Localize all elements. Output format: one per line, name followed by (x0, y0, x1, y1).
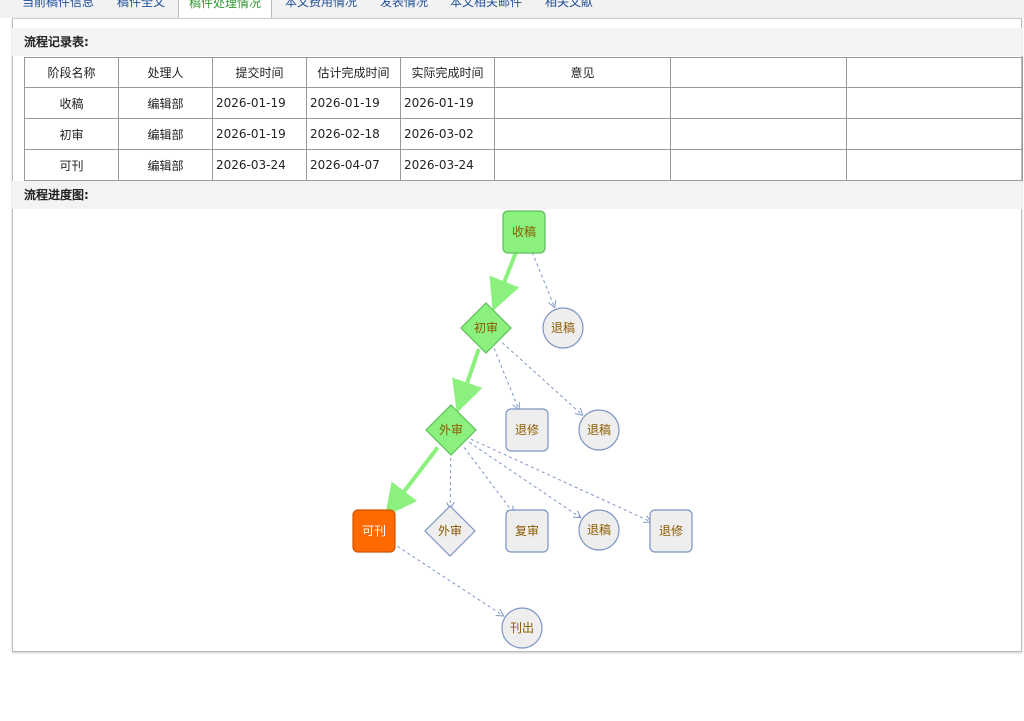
table-cell: 2026-03-24 (400, 149, 495, 181)
node-label[interactable]: 外审 (439, 422, 463, 437)
node-rect-shape (505, 408, 549, 452)
optional-edge (470, 438, 651, 522)
table-cell: 2026-01-19 (306, 87, 401, 119)
table-cell: 2026-03-02 (400, 118, 495, 150)
node-label[interactable]: 刊出 (510, 621, 534, 635)
node-rect-shape (505, 509, 549, 553)
node-label[interactable]: 收稿 (512, 224, 536, 239)
column-header: 估计完成时间 (306, 57, 401, 88)
node-diamond-shape (460, 302, 512, 354)
tab-bar: 当前稿件信息 稿件全文 稿件处理情况 本文费用情况 发表情况 本文相关邮件 相关… (0, 0, 1024, 18)
node-label[interactable]: 可刊 (362, 524, 386, 538)
tab-references[interactable]: 相关文献 (545, 0, 594, 9)
table-cell (494, 149, 671, 181)
node-label[interactable]: 外审 (438, 523, 462, 538)
optional-edge (531, 252, 554, 307)
node-rect-shape (352, 509, 396, 553)
node-label[interactable]: 退稿 (551, 320, 575, 335)
column-header: 实际完成时间 (400, 57, 495, 88)
table-cell: 编辑部 (118, 87, 213, 119)
node-circle-shape (578, 409, 620, 451)
taken-edge (489, 251, 520, 312)
column-header: 提交时间 (212, 57, 307, 88)
optional-edge (493, 348, 519, 409)
column-header: 阶段名称 (24, 57, 119, 88)
table-cell (670, 149, 847, 181)
tab-emails[interactable]: 本文相关邮件 (450, 0, 523, 9)
tab-current-info[interactable]: 当前稿件信息 (22, 0, 95, 9)
tab-full-text[interactable]: 稿件全文 (117, 0, 166, 9)
table-cell: 2026-03-24 (212, 149, 307, 181)
node-label[interactable]: 复审 (515, 523, 539, 538)
node-rect-shape (649, 509, 693, 553)
table-cell: 可刊 (24, 149, 119, 181)
table-cell: 2026-04-07 (306, 149, 401, 181)
tab-publication[interactable]: 发表情况 (380, 0, 429, 9)
node-circle-shape (578, 509, 620, 551)
taken-edge (452, 348, 483, 413)
optional-edge (501, 342, 582, 416)
table-cell (846, 87, 1023, 119)
table-cell (846, 149, 1023, 181)
optional-edge (468, 441, 581, 517)
column-header (846, 57, 1023, 88)
node-label[interactable]: 退修 (515, 422, 539, 437)
optional-edge (463, 447, 514, 514)
optional-edge (392, 542, 503, 616)
node-label[interactable]: 退稿 (587, 522, 611, 537)
optional-edge (450, 451, 451, 509)
table-cell: 收稿 (24, 87, 119, 119)
node-circle-shape (501, 607, 543, 649)
node-diamond-shape (425, 404, 477, 456)
diagram-title: 流程进度图: (12, 181, 1022, 209)
record-table-title: 流程记录表: (12, 28, 1022, 56)
node-label[interactable]: 退修 (659, 523, 683, 538)
tab-processing[interactable]: 稿件处理情况 (178, 0, 273, 18)
node-circle-shape (542, 307, 584, 349)
node-label[interactable]: 退稿 (587, 422, 611, 437)
column-header: 意见 (494, 57, 671, 88)
taken-edge (384, 446, 440, 517)
table-cell: 2026-01-19 (400, 87, 495, 119)
node-label[interactable]: 初审 (474, 320, 498, 335)
node-diamond-shape (424, 505, 476, 557)
table-cell: 初审 (24, 118, 119, 150)
node-rect-shape (502, 210, 546, 254)
table-cell: 2026-02-18 (306, 118, 401, 150)
table-cell: 2026-01-19 (212, 87, 307, 119)
tab-fees[interactable]: 本文费用情况 (285, 0, 358, 9)
